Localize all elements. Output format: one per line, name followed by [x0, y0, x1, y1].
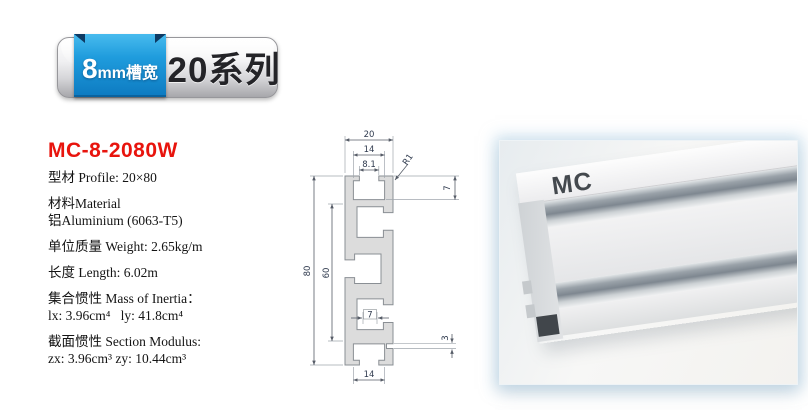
- spec-weight-text: 单位质量 Weight: 2.65kg/m: [48, 239, 203, 254]
- dim-top-slot-depth: 7: [443, 185, 453, 190]
- dim-bottom-cavity-width: 14: [364, 370, 375, 380]
- spec-profile: 型材 Profile: 20×80: [48, 169, 293, 186]
- spec-inertia-values: lx: 3.96cm⁴ ly: 41.8cm⁴: [48, 308, 184, 323]
- dim-slot-opening: 8.1: [362, 160, 376, 170]
- spec-material-label: 材料Material: [48, 196, 121, 211]
- bar-end-lip-tab: [521, 280, 533, 295]
- spec-length: 长度 Length: 6.02m: [48, 264, 293, 281]
- dim-neck-width: 7: [367, 311, 372, 321]
- product-model: MC-8-2080W: [48, 139, 178, 162]
- dim-corner-radius: R1: [401, 152, 416, 167]
- slot-width-label: 8mm槽宽: [82, 45, 158, 85]
- spec-weight: 单位质量 Weight: 2.65kg/m: [48, 238, 293, 255]
- product-photo: MC: [500, 141, 797, 384]
- ribbon-fold-left-icon: [74, 34, 85, 43]
- dim-inner-height: 60: [322, 268, 332, 279]
- ribbon-fold-right-icon: [155, 34, 166, 43]
- brand-mark: MC: [550, 166, 595, 201]
- dim-fin-thickness: 3: [441, 335, 451, 340]
- spec-inertia-label: 集合惯性 Mass of Inertia：: [48, 291, 201, 306]
- slot-width-ribbon: 8mm槽宽: [74, 34, 166, 97]
- dim-overall-height: 80: [303, 266, 313, 277]
- spec-material: 材料Material 铝Aluminium (6063-T5): [48, 195, 293, 229]
- bar-end-slot-hole: [536, 314, 560, 337]
- dim-cavity-width: 14: [364, 145, 375, 155]
- slot-width-number: 8: [81, 52, 98, 84]
- bar-end-lip-tab: [525, 304, 537, 319]
- spec-modulus-values: zx: 3.96cm³ zy: 10.44cm³: [48, 351, 187, 366]
- series-badge: 8mm槽宽 20系列: [57, 34, 281, 98]
- aluminium-profile-bar: MC: [515, 141, 797, 344]
- spec-material-value: 铝Aluminium (6063-T5): [48, 213, 183, 228]
- slot-width-unit: mm槽宽: [97, 64, 159, 82]
- spec-modulus-label: 截面惯性 Section Modulus:: [48, 334, 202, 349]
- cross-section-drawing: 20 14 8.1 R1 7 80 60 7 3 14: [303, 130, 459, 384]
- spec-profile-text: 型材 Profile: 20×80: [48, 170, 157, 185]
- spec-modulus: 截面惯性 Section Modulus: zx: 3.96cm³ zy: 10…: [48, 333, 293, 367]
- series-label: 20系列: [167, 51, 281, 90]
- spec-list: 型材 Profile: 20×80 材料Material 铝Aluminium …: [48, 169, 293, 376]
- profile-outline: [344, 175, 394, 366]
- dim-overall-width: 20: [364, 130, 375, 140]
- spec-length-text: 长度 Length: 6.02m: [48, 265, 158, 280]
- spec-inertia: 集合惯性 Mass of Inertia： lx: 3.96cm⁴ ly: 41…: [48, 290, 293, 324]
